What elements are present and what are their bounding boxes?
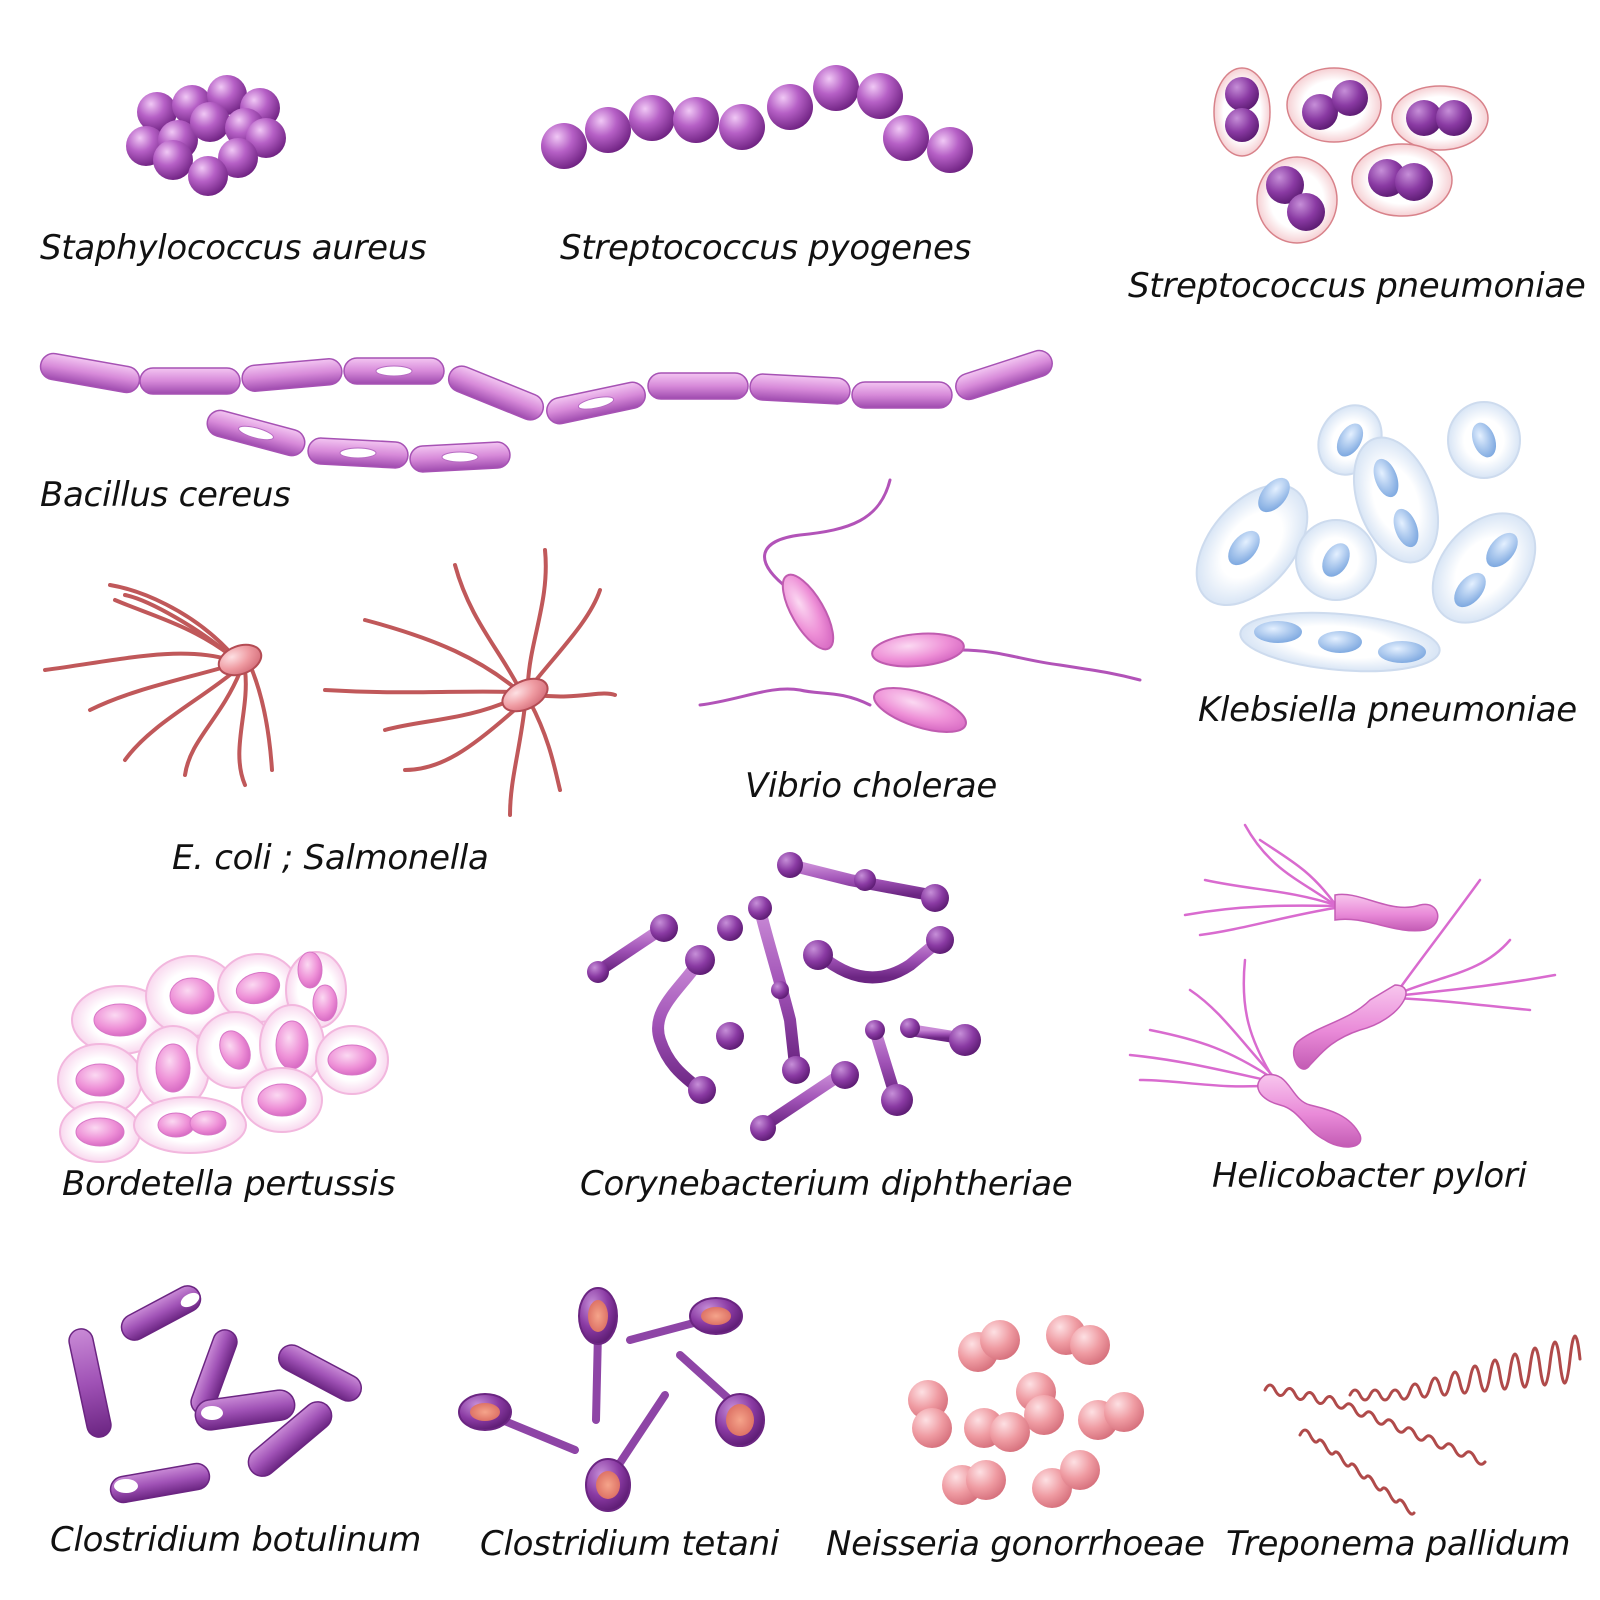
staphylococcus-aureus-illustration	[126, 75, 286, 196]
e-coli-salmonella-illustration	[43, 548, 617, 817]
label-streptococcus-pyogenes: Streptococcus pyogenes	[560, 228, 972, 268]
helicobacter-pylori-illustration	[1128, 823, 1557, 1148]
streptococcus-pyogenes-illustration	[541, 65, 973, 173]
vibrio-cholerae-illustration	[698, 478, 1142, 733]
label-staphylococcus-aureus: Staphylococcus aureus	[40, 228, 427, 268]
clostridium-botulinum-illustration	[68, 1285, 363, 1504]
label-clostridium-botulinum: Clostridium botulinum	[50, 1520, 422, 1560]
label-streptococcus-pneumoniae: Streptococcus pneumoniae	[1128, 266, 1586, 306]
label-e-coli-salmonella: E. coli ; Salmonella	[172, 838, 489, 878]
clostridium-tetani-illustration	[458, 1287, 765, 1512]
corynebacterium-diphtheriae-illustration	[587, 852, 981, 1141]
neisseria-gonorrhoeae-illustration	[908, 1315, 1144, 1508]
label-corynebacterium-diphtheriae: Corynebacterium diphtheriae	[580, 1164, 1073, 1204]
bordetella-pertussis-illustration	[57, 951, 389, 1163]
label-vibrio-cholerae: Vibrio cholerae	[745, 766, 997, 806]
streptococcus-pneumoniae-illustration	[1213, 67, 1489, 244]
label-clostridium-tetani: Clostridium tetani	[480, 1524, 779, 1564]
treponema-pallidum-illustration	[1263, 1334, 1582, 1516]
label-bordetella-pertussis: Bordetella pertussis	[62, 1164, 396, 1204]
label-bacillus-cereus: Bacillus cereus	[40, 475, 291, 515]
klebsiella-pneumoniae-illustration	[1195, 401, 1537, 673]
label-helicobacter-pylori: Helicobacter pylori	[1212, 1156, 1527, 1196]
label-treponema-pallidum: Treponema pallidum	[1226, 1524, 1571, 1564]
label-neisseria-gonorrhoeae: Neisseria gonorrhoeae	[826, 1524, 1205, 1564]
label-klebsiella-pneumoniae: Klebsiella pneumoniae	[1198, 690, 1577, 730]
bacillus-cereus-illustration	[39, 349, 1053, 473]
